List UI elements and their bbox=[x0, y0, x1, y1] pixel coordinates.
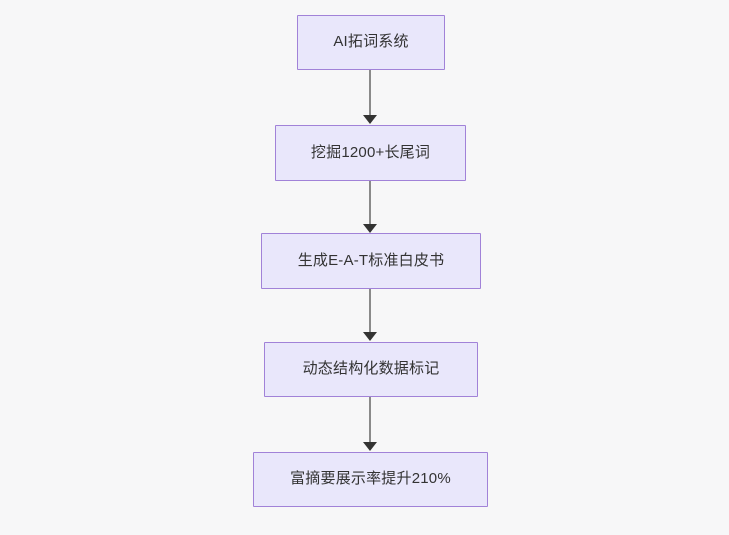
flow-node-label: 挖掘1200+长尾词 bbox=[310, 143, 431, 161]
flow-node-ai-keyword-system[interactable]: AI拓词系统 bbox=[297, 15, 445, 70]
flow-node-mine-longtail-keywords[interactable]: 挖掘1200+长尾词 bbox=[275, 125, 466, 181]
flow-arrowhead-2-icon bbox=[363, 224, 377, 233]
flow-connector-3 bbox=[369, 289, 371, 334]
flow-node-rich-snippet-impression-lift[interactable]: 富摘要展示率提升210% bbox=[253, 452, 488, 507]
flow-node-label: 动态结构化数据标记 bbox=[302, 360, 440, 378]
flow-connector-2 bbox=[369, 181, 371, 225]
flow-node-label: 富摘要展示率提升210% bbox=[290, 470, 451, 488]
flow-arrowhead-4-icon bbox=[363, 442, 377, 451]
flow-node-label: 生成E-A-T标准白皮书 bbox=[297, 251, 445, 269]
flow-arrowhead-3-icon bbox=[363, 332, 377, 341]
flow-connector-4 bbox=[369, 397, 371, 444]
flow-node-label: AI拓词系统 bbox=[333, 33, 409, 51]
flow-node-dynamic-structured-data-markup[interactable]: 动态结构化数据标记 bbox=[264, 342, 478, 397]
flow-connector-1 bbox=[369, 70, 371, 117]
flow-arrowhead-1-icon bbox=[363, 115, 377, 124]
flow-node-generate-eat-whitepaper[interactable]: 生成E-A-T标准白皮书 bbox=[261, 233, 481, 289]
